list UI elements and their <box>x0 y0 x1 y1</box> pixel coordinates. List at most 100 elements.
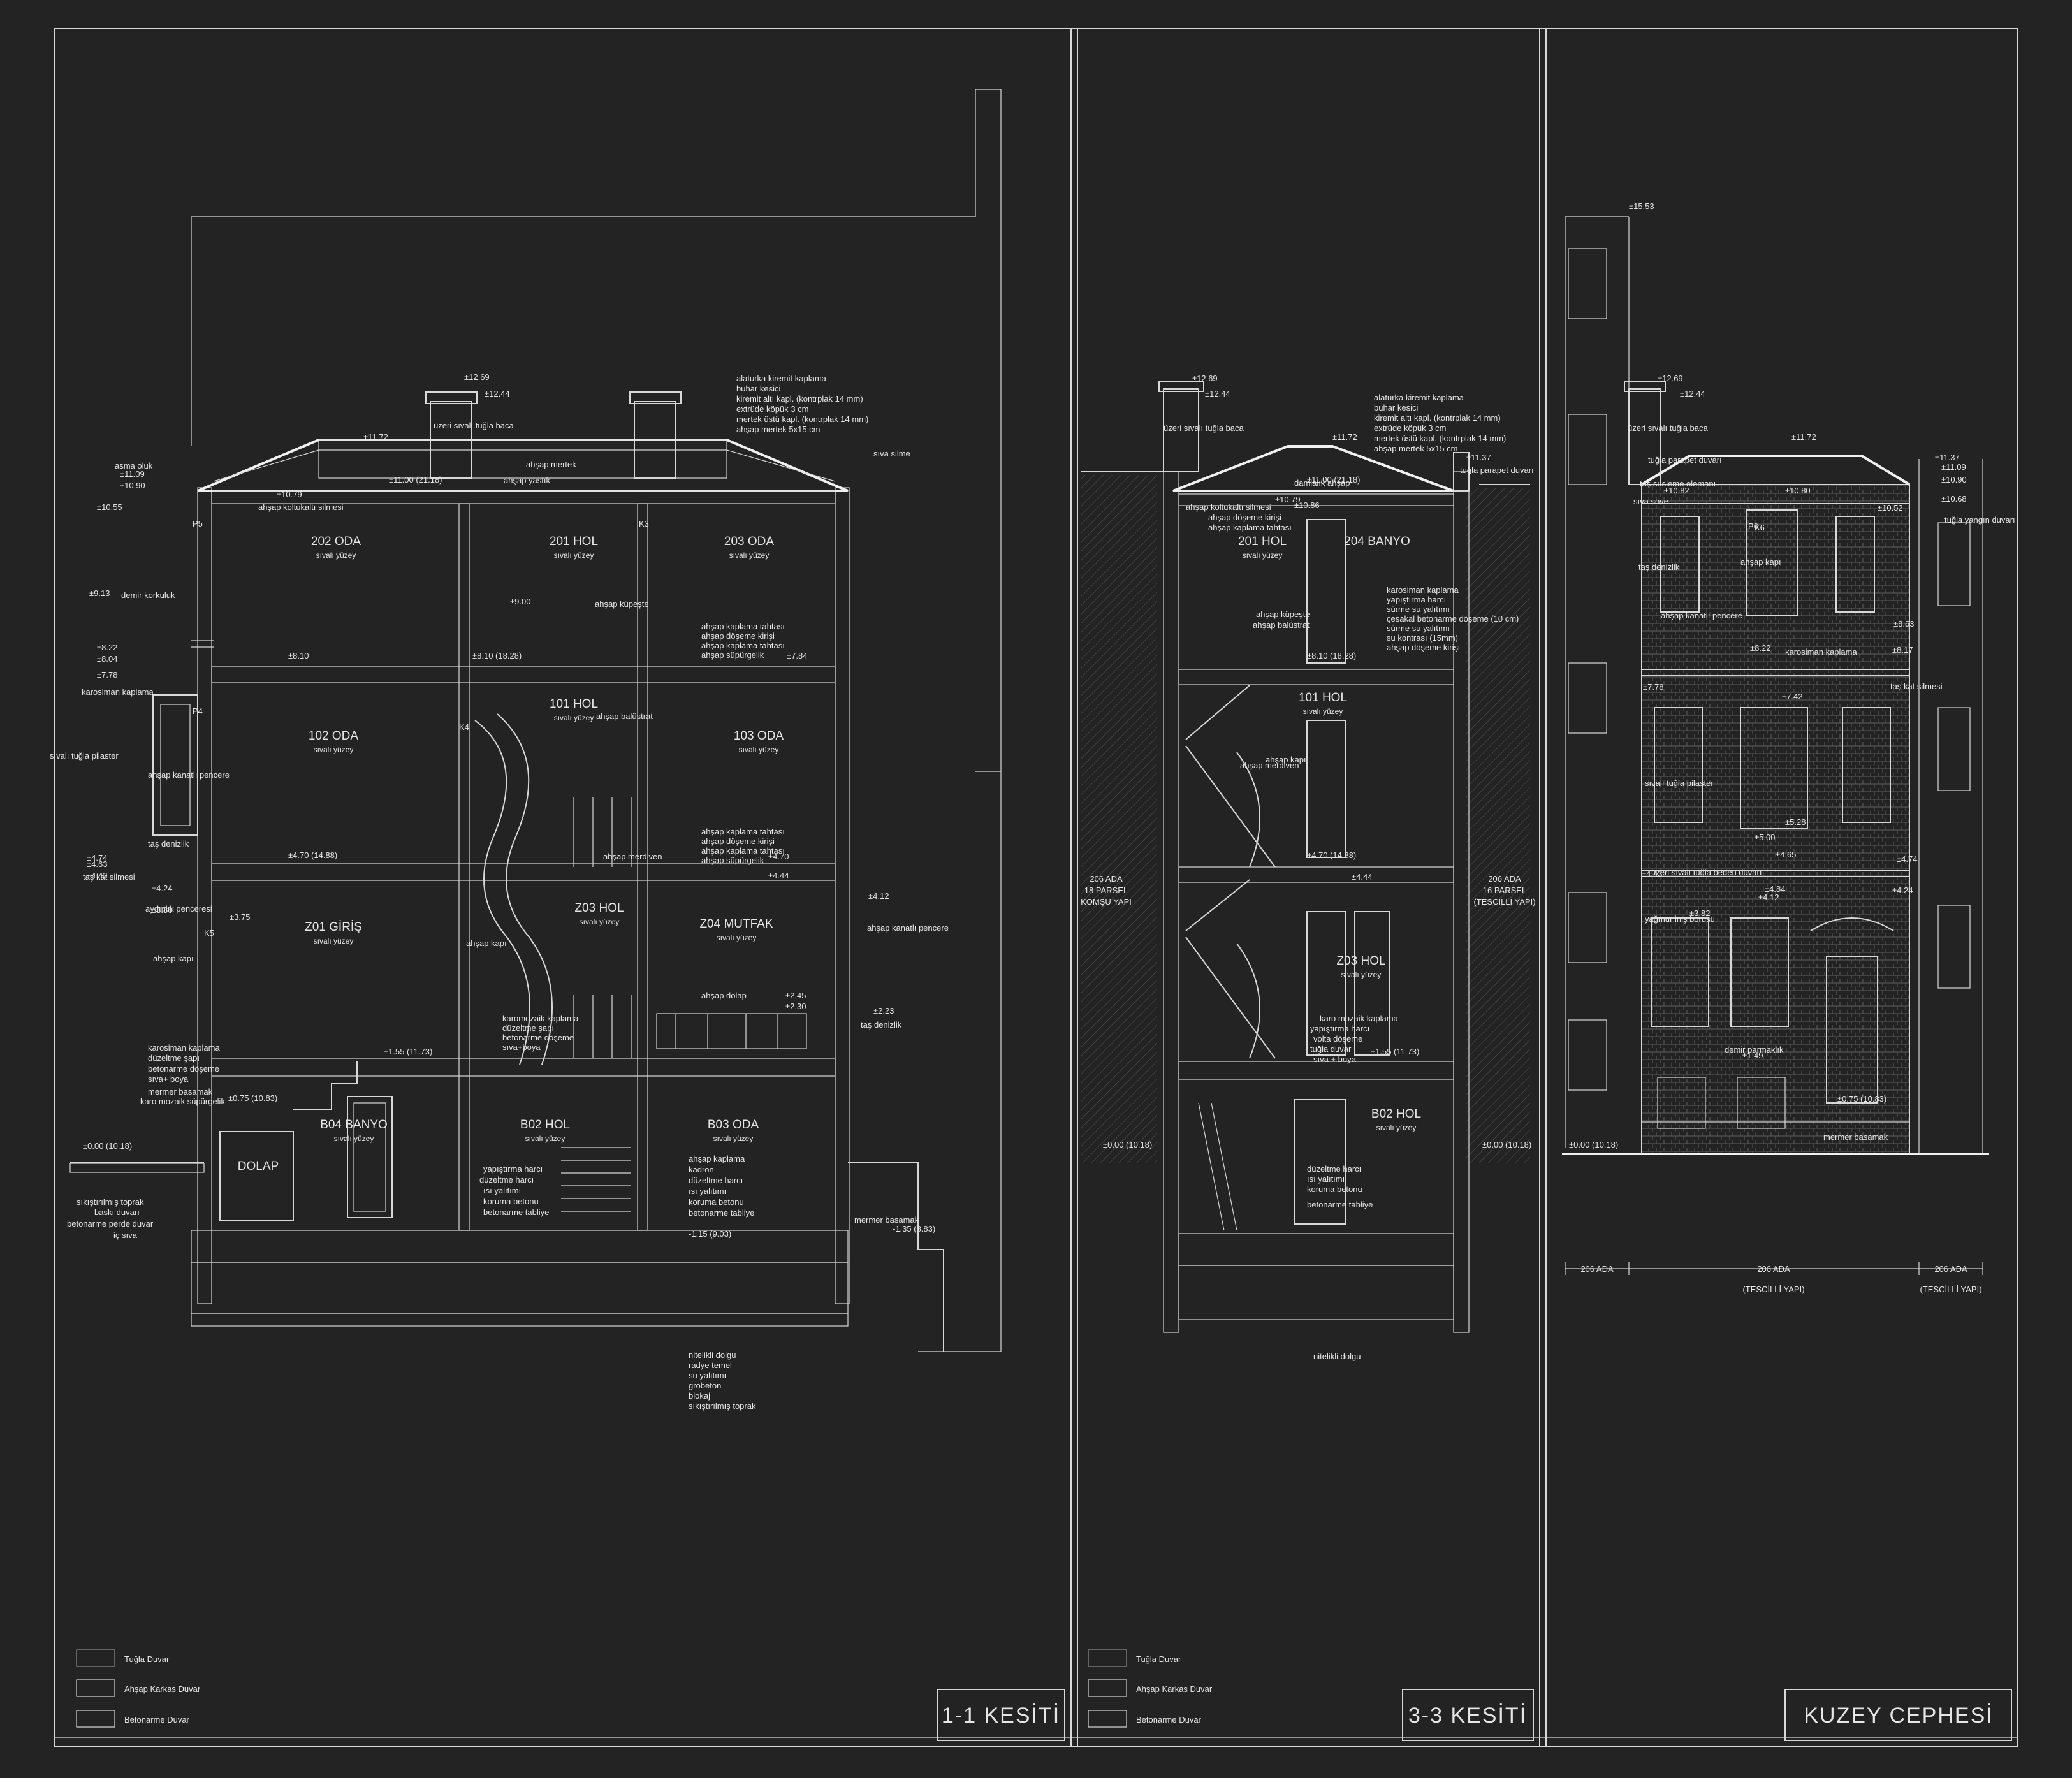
foundation-layer-note: sıkıştırılmış toprak <box>689 1401 756 1411</box>
room-label: 203 ODA <box>724 535 774 548</box>
basement-layer-note: betonarme tabliye <box>689 1208 754 1218</box>
roof-layer-note: extrüde köpük 3 cm <box>1374 423 1446 433</box>
level-mark: ±10.86 <box>1294 500 1320 510</box>
room-finish: sıvalı yüzey <box>554 713 594 722</box>
level-mark: ±1.49 <box>1742 1051 1763 1060</box>
callout-note: taş denizlik <box>1638 562 1680 572</box>
room-finish: sıvalı yüzey <box>1243 551 1283 560</box>
floor-layer-note: ahşap süpürgelik <box>701 856 764 865</box>
window-code: P4 <box>193 706 203 716</box>
level-mark: ±7.84 <box>787 651 807 660</box>
roof-layer-note: alaturka kiremit kaplama <box>736 374 827 383</box>
callout-note: demir parmaklık <box>1725 1045 1784 1054</box>
callout-note: volta döşeme <box>1313 1034 1362 1044</box>
level-mark: ±10.80 <box>1785 486 1811 495</box>
room-label: Z03 HOL <box>574 901 624 915</box>
level-mark: ±0.75 (10.83) <box>1837 1094 1886 1104</box>
level-mark: ±9.00 <box>510 597 530 606</box>
bath-layer-note: sürme su yalıtımı <box>1387 604 1450 614</box>
callout-note: sıva+boya <box>502 1042 541 1052</box>
level-mark: ±4.70 <box>768 852 789 861</box>
callout-note: taş kat silmesi <box>1890 681 1943 691</box>
callout-note: mermer basamak <box>148 1087 213 1097</box>
level-mark: ±8.04 <box>97 654 117 664</box>
callout-note: aydınlık penceresi <box>145 904 212 914</box>
callout-note: ahşap kaplama tahtası <box>1208 523 1292 532</box>
callout-note: ahşap küpeşte <box>595 599 649 609</box>
room-label: B03 ODA <box>708 1118 759 1132</box>
level-mark: ±8.17 <box>1892 645 1913 655</box>
roof-layer-note: ahşap mertek 5x15 cm <box>736 425 821 434</box>
room-label: 201 HOL <box>550 535 598 548</box>
room-label: 102 ODA <box>309 729 358 743</box>
level-mark: ±2.45 <box>785 991 806 1000</box>
room-label: 101 HOL <box>550 697 598 711</box>
room-label: 204 BANYO <box>1344 535 1410 548</box>
floor-layer-note: ahşap kaplama tahtası <box>701 827 785 836</box>
callout-note: ısı yalıtımı <box>1307 1174 1345 1184</box>
parcel-label: 206 ADA <box>1934 1264 1967 1274</box>
callout-note: yağmur iniş borusu <box>1645 914 1715 924</box>
bath-layer-note: yapıştırma harcı <box>1387 595 1446 604</box>
callout-note: ahşap dolap <box>701 991 747 1000</box>
callout-note: üzeri sıvalı tuğla baca <box>1164 423 1244 433</box>
roof-layer-note: kiremit altı kapl. (kontrplak 14 mm) <box>736 394 863 404</box>
parcel-label: 206 ADA <box>1580 1264 1614 1274</box>
room-finish: sıvalı yüzey <box>729 551 770 560</box>
level-mark: ±10.90 <box>1941 475 1967 485</box>
level-mark: ±8.10 <box>288 651 309 660</box>
callout-note: üzeri sıvalı tuğla beden duvarı <box>1651 868 1762 877</box>
room-label: Z04 MUTFAK <box>699 917 773 931</box>
level-mark: ±4.12 <box>1758 893 1779 902</box>
parcel-label: 206 ADA <box>1757 1264 1790 1274</box>
panel-title-1-1: 1-1 KESİTİ <box>942 1703 1060 1728</box>
callout-note: damlalık ahşap <box>1294 478 1350 488</box>
room-label: 202 ODA <box>311 535 361 548</box>
parcel-label: (TESCİLLİ YAPI) <box>1473 897 1535 907</box>
level-mark: ±7.78 <box>1643 682 1663 692</box>
parcel-label: 16 PARSEL <box>1483 885 1526 895</box>
level-mark: ±0.00 (10.18) <box>1569 1140 1618 1149</box>
callout-note: ahşap küpeşte <box>1256 609 1310 619</box>
window-code: K6 <box>1755 523 1765 532</box>
callout-note: karosiman kaplama <box>1785 647 1857 657</box>
callout-note: demir korkuluk <box>121 590 175 600</box>
level-mark: ±4.43 <box>1642 869 1662 878</box>
callout-note: ahşap balüstrat <box>596 711 653 721</box>
room-label: B02 HOL <box>1371 1107 1421 1121</box>
legend-label: Betonarme Duvar <box>124 1715 190 1724</box>
callout-note: yapıştırma harcı <box>1310 1024 1369 1033</box>
callout-note: karomozaik kaplama <box>502 1014 579 1023</box>
parcel-label: 18 PARSEL <box>1084 885 1128 895</box>
bath-layer-note: ahşap döşeme kirişi <box>1387 643 1460 652</box>
sheet-frame <box>54 28 2018 1747</box>
callout-note: betonarme tabliye <box>483 1207 549 1217</box>
room-finish: sıvalı yüzey <box>1341 970 1382 979</box>
foundation-layer-note: su yalıtımı <box>689 1371 726 1380</box>
level-mark: ±7.78 <box>97 670 117 680</box>
level-mark: ±10.79 <box>1275 495 1301 504</box>
level-mark: ±3.75 <box>230 912 250 922</box>
section-1-1 <box>69 89 1002 1352</box>
window-code: P5 <box>193 519 203 528</box>
level-mark: ±2.23 <box>873 1006 894 1016</box>
level-mark: ±11.09 <box>1941 462 1966 472</box>
level-mark: ±4.43 <box>87 871 107 880</box>
legend-label: Tuğla Duvar <box>1136 1654 1181 1664</box>
roof-layer-note: kiremit altı kapl. (kontrplak 14 mm) <box>1374 413 1501 423</box>
level-mark: ±0.75 (10.83) <box>228 1093 277 1103</box>
level-mark: ±7.42 <box>1782 692 1802 701</box>
room-finish: sıvalı yüzey <box>314 936 354 945</box>
legend <box>76 1649 1127 1728</box>
level-mark: ±8.63 <box>1893 619 1914 629</box>
callout-note: taş süsleme elemanı <box>1640 479 1716 488</box>
callout-note: ahşap kapı <box>1266 755 1306 764</box>
legend-label: Betonarme Duvar <box>1136 1715 1202 1724</box>
roof-layer-note: ahşap mertek 5x15 cm <box>1374 444 1458 453</box>
bath-layer-note: karosiman kaplama <box>1387 585 1459 595</box>
level-mark: ±2.30 <box>785 1002 806 1011</box>
level-mark: ±11.72 <box>363 432 388 442</box>
level-mark: ±8.22 <box>97 643 117 652</box>
level-mark: ±0.00 (10.18) <box>83 1141 132 1151</box>
window-code: K5 <box>204 928 214 938</box>
